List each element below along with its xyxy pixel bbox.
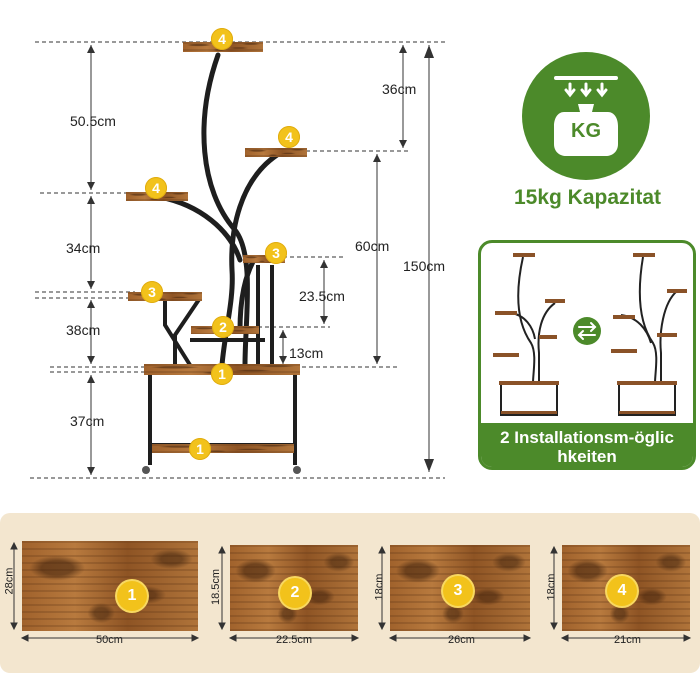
shelf-badge: 4 [145, 177, 167, 199]
shelf-badge: 3 [141, 281, 163, 303]
shelf-left-middle [128, 292, 202, 301]
board-height-label: 18.5cm [210, 568, 223, 606]
board-height-label: 18cm [373, 573, 386, 601]
board-width-label: 22.5cm [276, 634, 313, 646]
kg-label: KG [571, 120, 601, 142]
dimension-label: 36cm [382, 81, 417, 97]
dimension-label: 13cm [289, 345, 324, 361]
board-height-label: 28cm [3, 567, 16, 595]
shelf-right-middle [243, 255, 285, 263]
dimension-label: 23.5cm [299, 288, 345, 304]
shelf-badge: 4 [211, 28, 233, 50]
capacity-section: KG 15kg Kapazitat [480, 50, 695, 220]
installation-panel: 2 Installationsm-öglichkeiten [478, 240, 696, 470]
dimension-label: 150cm [403, 258, 446, 274]
shelf-badge: 3 [265, 242, 287, 264]
dimension-label: 50.5cm [70, 113, 116, 129]
shelf-badge: 1 [211, 363, 233, 385]
shelf-badge: 4 [278, 126, 300, 148]
board-dimension-arrows [10, 541, 692, 642]
board-height-label: 18cm [545, 573, 558, 601]
board-number-badge: 3 [443, 576, 473, 606]
board-number-badge: 1 [117, 581, 147, 611]
board-width-label: 21cm [614, 634, 641, 646]
capacity-circle: KG [522, 52, 650, 180]
weight-icon [554, 76, 618, 156]
plant-stand-diagram: 4 4 4 3 3 2 1 1 50.5cm 36cm 34cm 60cm 15… [0, 0, 460, 490]
shelf-right-upper [245, 148, 307, 157]
swap-icon [573, 317, 601, 345]
installation-caption: 2 Installationsm-öglichkeiten [500, 427, 674, 466]
board-1 [22, 541, 198, 631]
board-width-label: 26cm [448, 634, 475, 646]
shelf-badge: 2 [212, 316, 234, 338]
dimension-label: 60cm [355, 238, 390, 254]
dimension-label: 38cm [66, 322, 101, 338]
board-sizes-panel: 1 28cm 50cm 2 18.5cm 22.5cm 3 18cm 26cm … [0, 513, 700, 673]
board-number-badge: 4 [607, 576, 637, 606]
dimension-label: 34cm [66, 240, 101, 256]
installation-illustration [493, 253, 687, 416]
capacity-text: 15kg Kapazitat [513, 186, 662, 209]
installation-caption-bar: 2 Installationsm-öglichkeiten [481, 423, 693, 467]
shelf-bottom [152, 444, 294, 453]
dimension-label: 37cm [70, 413, 105, 429]
board-number-badge: 2 [280, 578, 310, 608]
board-width-label: 50cm [96, 634, 123, 646]
shelf-badge: 1 [189, 438, 211, 460]
